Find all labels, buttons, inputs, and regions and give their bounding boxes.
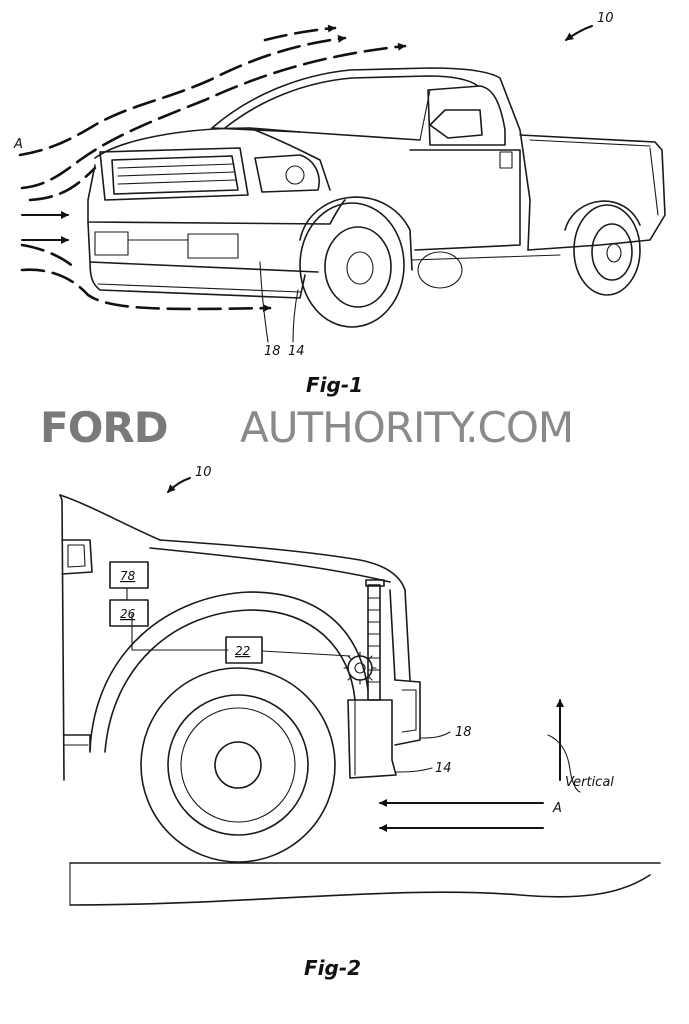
fig2-ref-14: 14 (435, 761, 452, 776)
watermark-domain: AUTHORITY.COM (240, 403, 573, 452)
fig1-ref-10: 10 (597, 11, 614, 26)
fig2-box-26: 26 (110, 600, 148, 626)
figure-2: 10 (60, 465, 660, 980)
fig1-ref-14: 14 (288, 344, 305, 359)
fig2-ref-a: A (552, 801, 562, 816)
watermark: FORD AUTHORITY.COM (40, 403, 573, 452)
fig1-leader-18 (260, 262, 268, 342)
fig1-truck (88, 68, 665, 327)
fig1-ref-10-arrow (566, 26, 592, 40)
fig2-ref-10-arrow (168, 478, 190, 492)
fig2-vertical-label: Vertical (565, 775, 614, 790)
watermark-brand: FORD (40, 403, 168, 452)
fig1-ref-18: 18 (264, 344, 281, 359)
figure-1: 10 A (13, 11, 665, 397)
fig2-vehicle-front (60, 495, 660, 905)
fig2-ref-10: 10 (195, 465, 212, 480)
fig2-leader-18 (420, 732, 450, 738)
svg-text:78: 78 (120, 569, 136, 583)
fig2-box-78: 78 (110, 562, 148, 588)
fig1-ref-a: A (13, 137, 23, 152)
fig2-leader-14 (395, 768, 432, 772)
fig2-box-22: 22 (226, 637, 262, 663)
svg-text:26: 26 (120, 607, 136, 621)
fig1-caption: Fig-1 (306, 373, 363, 397)
svg-text:22: 22 (235, 644, 250, 658)
fig2-ref-18: 18 (455, 725, 472, 740)
fig2-caption: Fig-2 (304, 956, 361, 980)
